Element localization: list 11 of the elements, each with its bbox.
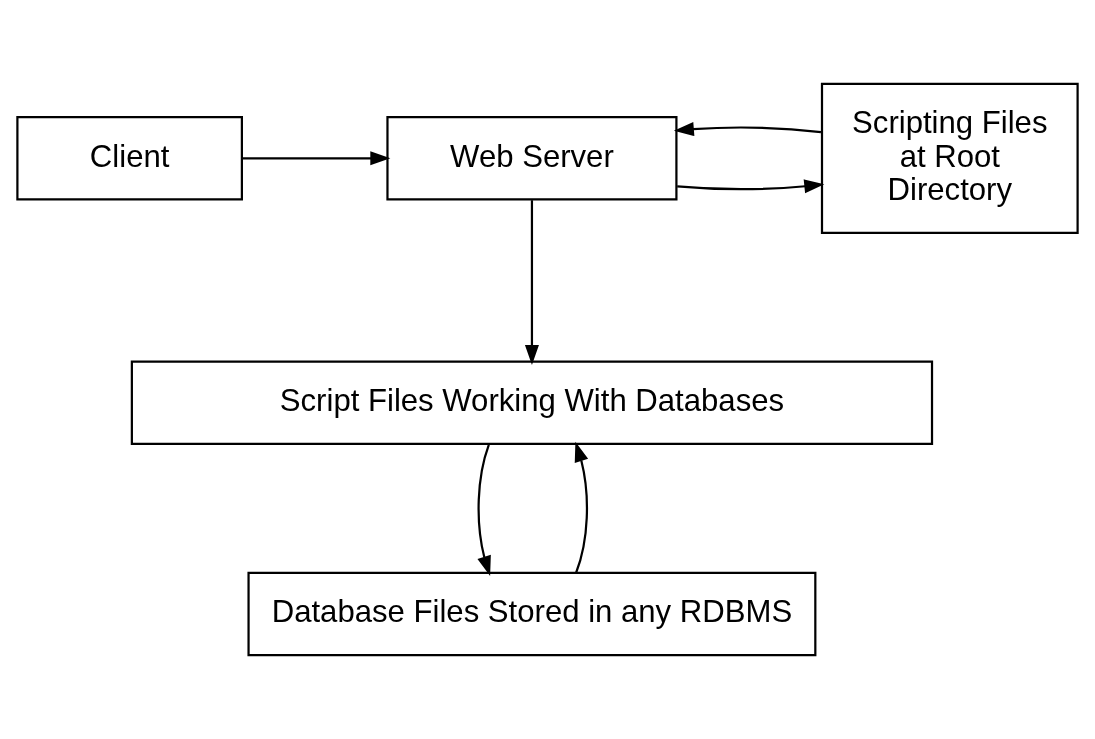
node-box: Web Server — [386, 116, 678, 201]
node-box: Script Files Working With Databases — [130, 360, 934, 446]
node-box: Scripting Files at Root Directory — [820, 82, 1079, 234]
node-box: Client — [16, 116, 243, 201]
node-box: Database Files Stored in any RDBMS — [247, 571, 817, 657]
arrow — [673, 122, 822, 137]
arrow — [477, 444, 491, 576]
arrow — [574, 441, 589, 574]
arrow — [242, 151, 391, 166]
arrow — [524, 200, 539, 366]
arrow — [677, 179, 825, 194]
